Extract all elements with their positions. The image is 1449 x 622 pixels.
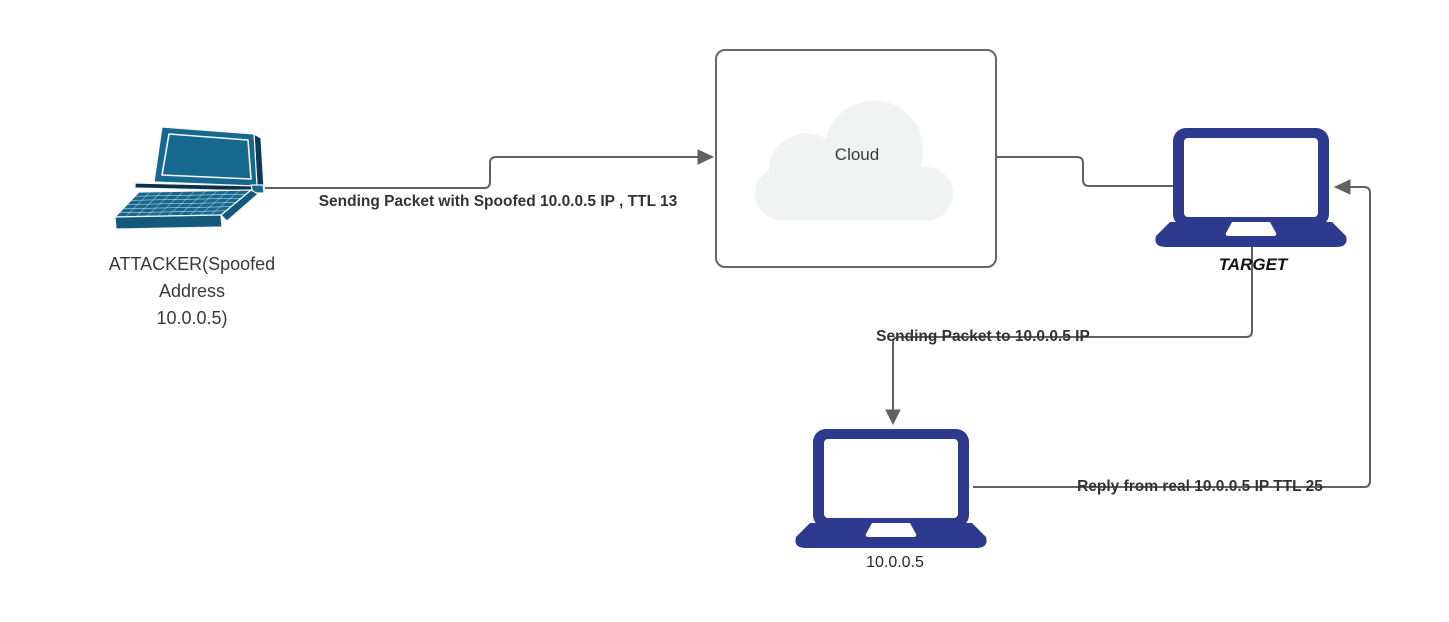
attacker-label: ATTACKER(Spoofed Address 10.0.0.5) bbox=[108, 254, 276, 328]
real-host-label: 10.0.0.5 bbox=[866, 554, 924, 571]
arrowhead-right-icon bbox=[697, 149, 715, 165]
edge-label-sending-packet: Sending Packet to 10.0.0.5 IP bbox=[876, 328, 1090, 345]
edge-cloud-to-target bbox=[997, 156, 1176, 187]
target-label: TARGET bbox=[1218, 255, 1288, 274]
attacker-laptop-3d-icon bbox=[114, 126, 265, 230]
arrowhead-down-icon bbox=[885, 409, 901, 426]
edge-real-host-to-target bbox=[973, 179, 1371, 488]
real-host-laptop-icon bbox=[795, 429, 987, 548]
edge-label-spoofed-packet: Sending Packet with Spoofed 10.0.0.5 IP … bbox=[318, 193, 678, 210]
edge-target-to-real-host bbox=[885, 247, 1253, 426]
edge-label-reply-packet: Reply from real 10.0.0.5 IP TTL 25 bbox=[1077, 478, 1323, 495]
cloud-label: Cloud bbox=[834, 145, 880, 164]
edge-attacker-to-cloud bbox=[265, 149, 715, 189]
target-laptop-icon bbox=[1155, 128, 1347, 247]
arrowhead-left-icon bbox=[1333, 179, 1351, 195]
cloud-icon bbox=[755, 100, 953, 221]
